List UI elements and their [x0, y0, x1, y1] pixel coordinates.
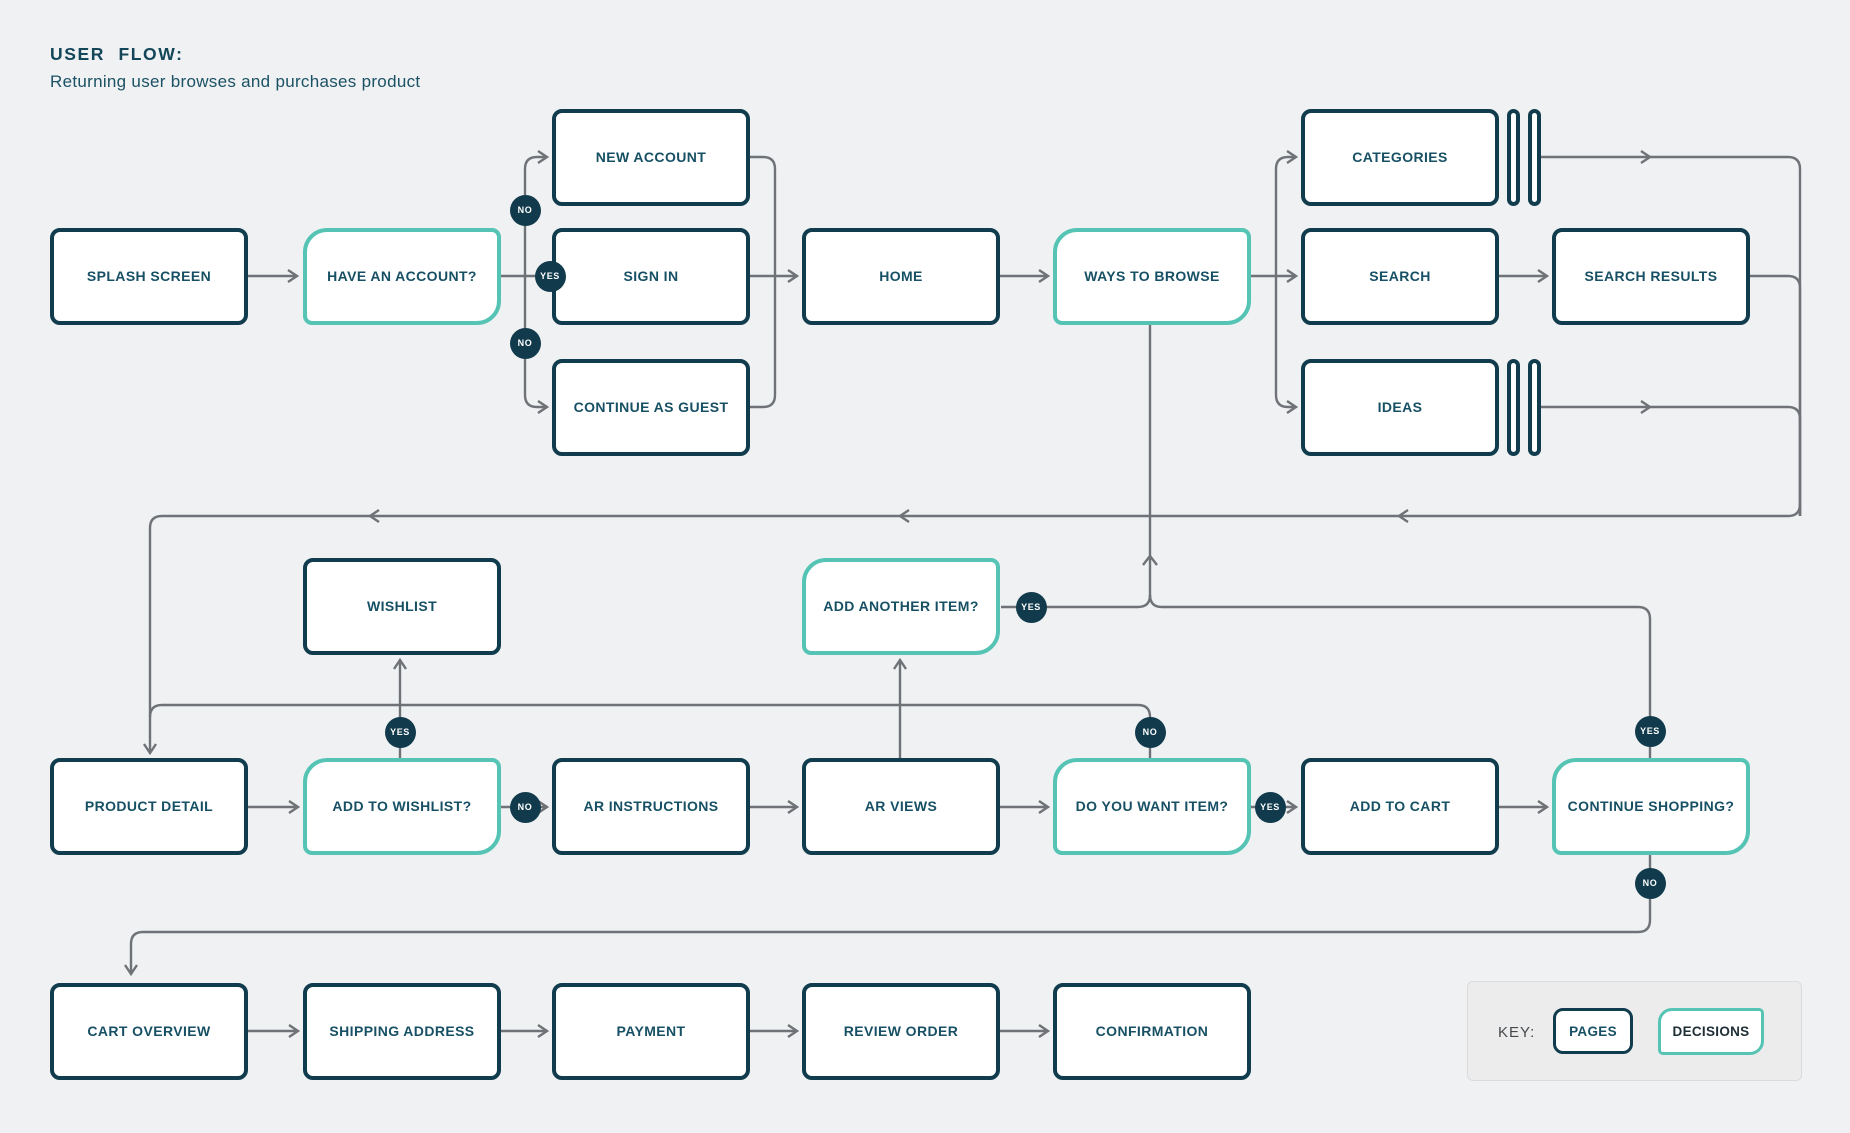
badge-yes-continue: YES — [1634, 715, 1666, 747]
connector-line — [1137, 594, 1152, 609]
node-add-to-wishlist[interactable]: ADD TO WISHLIST? — [303, 758, 501, 855]
connector-arrow — [1274, 157, 1295, 276]
node-continue-as-guest[interactable]: CONTINUE AS GUEST — [552, 359, 750, 456]
node-label: CONTINUE AS GUEST — [573, 399, 729, 416]
badge-no-continue: NO — [1634, 867, 1666, 899]
connector-line — [1396, 509, 1409, 523]
badge-yes-add-another: YES — [1015, 591, 1047, 623]
node-continue-shopping[interactable]: CONTINUE SHOPPING? — [1552, 758, 1750, 855]
node-categories[interactable]: CATEGORIES — [1301, 109, 1499, 206]
node-add-to-cart[interactable]: ADD TO CART — [1301, 758, 1499, 855]
node-label: SPLASH SCREEN — [86, 268, 212, 285]
node-splash-screen[interactable]: SPLASH SCREEN — [50, 228, 248, 325]
node-ideas[interactable]: IDEAS — [1301, 359, 1499, 456]
connector-arrow — [1274, 276, 1295, 407]
connector-line — [1148, 594, 1163, 609]
stacked-card-edge — [1507, 359, 1520, 456]
node-label: ADD ANOTHER ITEM? — [823, 598, 979, 615]
diagram-header: USER FLOW: Returning user browses and pu… — [50, 44, 420, 92]
node-home[interactable]: HOME — [802, 228, 1000, 325]
node-label: AR VIEWS — [864, 798, 938, 815]
node-label: IDEAS — [1377, 399, 1423, 416]
node-ar-instructions[interactable]: AR INSTRUCTIONS — [552, 758, 750, 855]
node-label: ADD TO WISHLIST? — [332, 798, 472, 815]
node-product-detail[interactable]: PRODUCT DETAIL — [50, 758, 248, 855]
node-label: PRODUCT DETAIL — [84, 798, 214, 815]
connector-line — [750, 155, 777, 276]
connector-line — [1640, 150, 1653, 164]
node-label: SEARCH RESULTS — [1584, 268, 1718, 285]
connector-arrow — [131, 855, 1652, 973]
page-subtitle: Returning user browses and purchases pro… — [50, 72, 421, 91]
node-label: REVIEW ORDER — [843, 1023, 959, 1040]
stacked-card-edge — [1528, 109, 1541, 206]
legend-pages-swatch: PAGES — [1553, 1008, 1633, 1054]
node-label: WISHLIST — [366, 598, 438, 615]
connector-line — [1640, 400, 1653, 414]
connector-line — [1541, 405, 1802, 516]
connector-line — [1750, 274, 1802, 516]
badge-yes-to-wishlist: YES — [384, 716, 416, 748]
stacked-card-edge — [1507, 109, 1520, 206]
connector-line — [1541, 155, 1802, 516]
node-ar-views[interactable]: AR VIEWS — [802, 758, 1000, 855]
connector-arrow — [523, 276, 546, 407]
page-title: USER FLOW: — [50, 44, 184, 64]
badge-no-dont-want: NO — [1134, 716, 1166, 748]
node-wishlist[interactable]: WISHLIST — [303, 558, 501, 655]
connector-arrow — [150, 503, 1802, 752]
node-label: HAVE AN ACCOUNT? — [327, 268, 477, 285]
node-search-results[interactable]: SEARCH RESULTS — [1552, 228, 1750, 325]
node-label: SEARCH — [1369, 268, 1431, 285]
badge-no-to-guest: NO — [509, 327, 541, 359]
node-search[interactable]: SEARCH — [1301, 228, 1499, 325]
connector-arrow — [523, 157, 546, 276]
badge-no-to-new-account: NO — [509, 194, 541, 226]
node-label: CATEGORIES — [1352, 149, 1448, 166]
node-do-you-want-item[interactable]: DO YOU WANT ITEM? — [1053, 758, 1251, 855]
node-label: NEW ACCOUNT — [595, 149, 707, 166]
connector-line — [1142, 554, 1158, 566]
connector-line — [1162, 605, 1652, 758]
node-sign-in[interactable]: SIGN IN — [552, 228, 750, 325]
node-shipping-address[interactable]: SHIPPING ADDRESS — [303, 983, 501, 1080]
badge-yes-to-sign-in: YES — [534, 260, 566, 292]
node-label: DO YOU WANT ITEM? — [1075, 798, 1229, 815]
node-have-an-account[interactable]: HAVE AN ACCOUNT? — [303, 228, 501, 325]
node-label: WAYS TO BROWSE — [1084, 268, 1220, 285]
node-label: PAYMENT — [616, 1023, 686, 1040]
connector-line — [897, 509, 910, 523]
node-review-order[interactable]: REVIEW ORDER — [802, 983, 1000, 1080]
node-payment[interactable]: PAYMENT — [552, 983, 750, 1080]
node-ways-to-browse[interactable]: WAYS TO BROWSE — [1053, 228, 1251, 325]
badge-yes-to-cart: YES — [1254, 791, 1286, 823]
node-new-account[interactable]: NEW ACCOUNT — [552, 109, 750, 206]
legend-label: KEY: — [1498, 1023, 1536, 1041]
node-label: AR INSTRUCTIONS — [583, 798, 719, 815]
connector-line — [367, 509, 380, 523]
connector-line — [148, 703, 1152, 758]
node-label: SIGN IN — [623, 268, 679, 285]
badge-no-to-ar: NO — [509, 791, 541, 823]
node-confirmation[interactable]: CONFIRMATION — [1053, 983, 1251, 1080]
node-label: SHIPPING ADDRESS — [329, 1023, 475, 1040]
node-label: HOME — [879, 268, 923, 285]
node-cart-overview[interactable]: CART OVERVIEW — [50, 983, 248, 1080]
legend: KEY: PAGES DECISIONS — [1467, 981, 1802, 1081]
node-label: CART OVERVIEW — [87, 1023, 211, 1040]
node-label: CONFIRMATION — [1095, 1023, 1209, 1040]
stacked-card-edge — [1528, 359, 1541, 456]
legend-decisions-swatch: DECISIONS — [1658, 1008, 1764, 1055]
node-add-another-item[interactable]: ADD ANOTHER ITEM? — [802, 558, 1000, 655]
node-label: CONTINUE SHOPPING? — [1567, 798, 1735, 815]
connector-line — [750, 276, 777, 409]
node-label: ADD TO CART — [1349, 798, 1451, 815]
